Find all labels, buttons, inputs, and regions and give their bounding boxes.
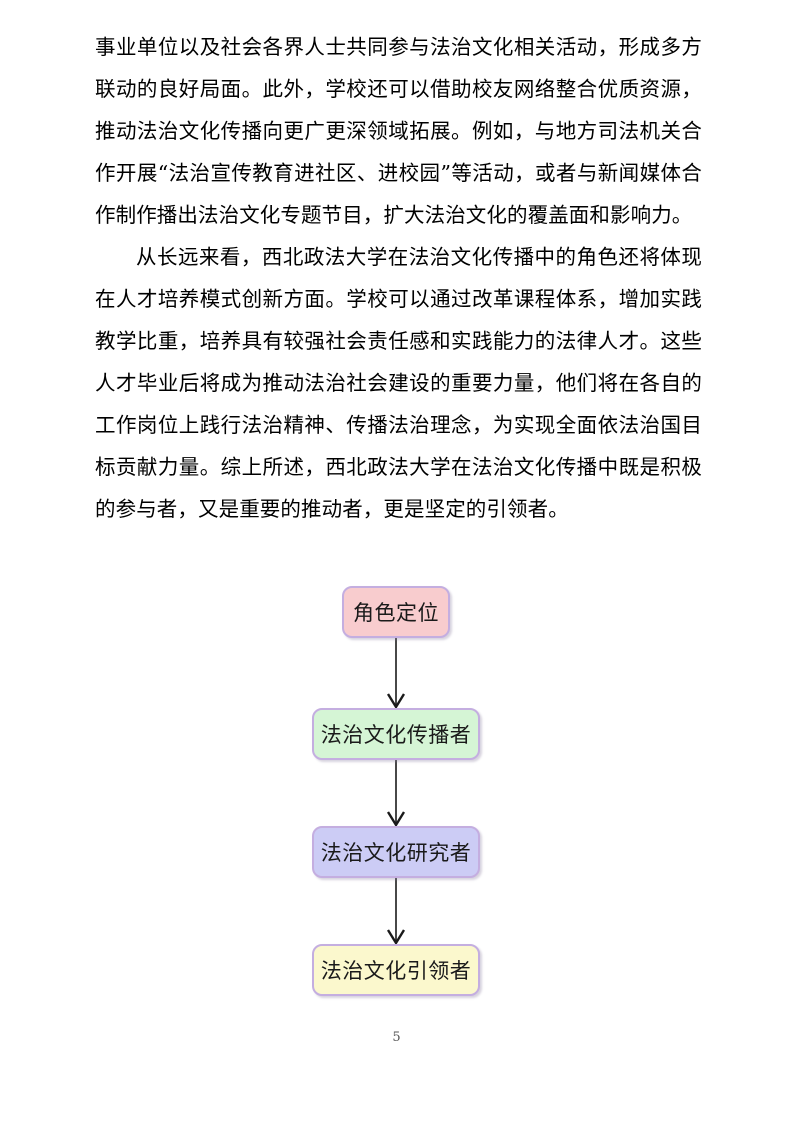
flow-node-culture-leader: 法治文化引领者 <box>312 944 480 996</box>
paragraph-2: 从长远来看，西北政法大学在法治文化传播中的角色还将体现在人才培养模式创新方面。学… <box>95 245 702 521</box>
edge-arrowhead-1 <box>386 693 406 710</box>
flow-node-label: 法治文化研究者 <box>320 841 472 865</box>
edge-arrowhead-2 <box>386 811 406 828</box>
page-number: 5 <box>392 1030 401 1045</box>
flow-node-label: 法治文化引领者 <box>320 959 472 983</box>
document-body: 事业单位以及社会各界人士共同参与法治文化相关活动，形成多方联动的良好局面。此外，… <box>95 26 702 530</box>
paragraph-1: 事业单位以及社会各界人士共同参与法治文化相关活动，形成多方联动的良好局面。此外，… <box>95 35 702 227</box>
flow-node-culture-communicator: 法治文化传播者 <box>312 708 480 760</box>
flow-node-label: 角色定位 <box>353 601 439 625</box>
edge-arrowhead-3 <box>386 929 406 946</box>
role-positioning-flowchart: 角色定位 法治文化传播者 法治文化研究者 法治文化引领者 <box>0 560 793 1020</box>
flow-node-label: 法治文化传播者 <box>320 723 472 747</box>
flow-node-culture-researcher: 法治文化研究者 <box>312 826 480 878</box>
flow-node-role-positioning: 角色定位 <box>342 586 450 638</box>
